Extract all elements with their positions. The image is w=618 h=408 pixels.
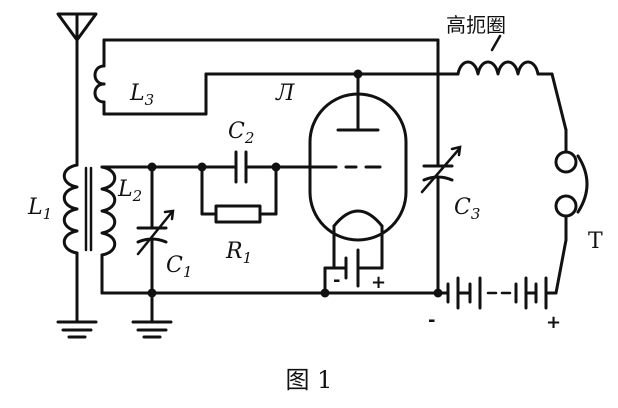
rf-choke <box>456 34 568 132</box>
label-tube: Л <box>275 81 295 106</box>
resistor-r1 <box>200 165 278 224</box>
ground-symbol-antenna <box>56 320 98 339</box>
label-phones: T <box>588 229 603 254</box>
variable-capacitor-c3 <box>420 38 462 295</box>
label-r1: R1 <box>225 239 252 267</box>
vacuum-tube <box>308 72 408 270</box>
filament-battery <box>323 246 384 295</box>
label-battery-plus: + <box>546 312 561 333</box>
headphones-symbol <box>554 128 589 295</box>
ground-symbol-c1 <box>131 291 173 339</box>
label-c1: C1 <box>166 253 192 281</box>
plate-battery <box>436 276 558 310</box>
antenna-symbol <box>56 12 98 167</box>
coil-l2 <box>100 165 154 295</box>
figure-caption: 图 1 <box>286 366 333 394</box>
label-c3: C3 <box>454 195 480 223</box>
label-filament-plus: + <box>371 272 386 293</box>
label-l3: L3 <box>129 81 154 109</box>
coil-l3 <box>93 38 460 116</box>
label-l1: L1 <box>27 195 52 223</box>
label-c2: C2 <box>228 119 254 147</box>
label-choke: 高扼圈 <box>446 13 506 37</box>
junction-dot <box>353 69 363 79</box>
coil-l1 <box>62 163 79 324</box>
label-filament-minus: - <box>333 270 340 291</box>
variable-capacitor-c1 <box>136 165 175 295</box>
label-battery-minus: - <box>428 310 435 331</box>
label-l2: L2 <box>117 177 142 205</box>
